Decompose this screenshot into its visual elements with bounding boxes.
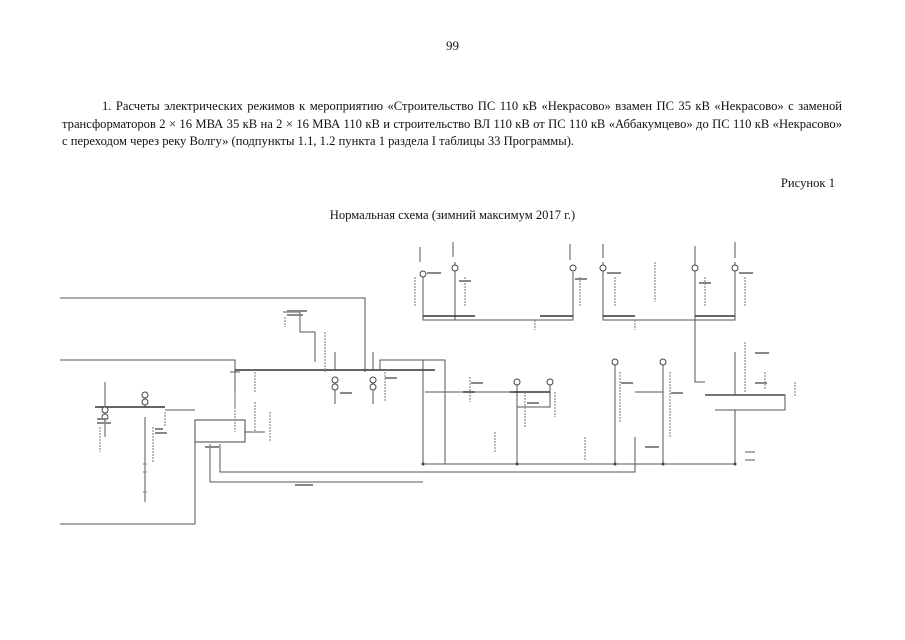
figure-label: Рисунок 1 bbox=[780, 176, 835, 190]
left-feeders bbox=[60, 297, 636, 525]
left-substation bbox=[95, 382, 271, 502]
body-paragraph: 1. Расчеты электрических режимов к мероп… bbox=[62, 99, 842, 149]
middle-substations bbox=[422, 358, 671, 464]
lower-bus bbox=[421, 462, 737, 466]
illegible-annotations bbox=[97, 272, 769, 486]
central-substation bbox=[234, 311, 446, 464]
network-diagram bbox=[55, 232, 855, 542]
network-diagram-svg bbox=[60, 242, 796, 525]
page-number: 99 bbox=[446, 38, 459, 53]
top-substations bbox=[414, 242, 746, 383]
right-substation bbox=[705, 342, 796, 464]
figure-caption: Нормальная схема (зимний максимум 2017 г… bbox=[329, 208, 576, 222]
